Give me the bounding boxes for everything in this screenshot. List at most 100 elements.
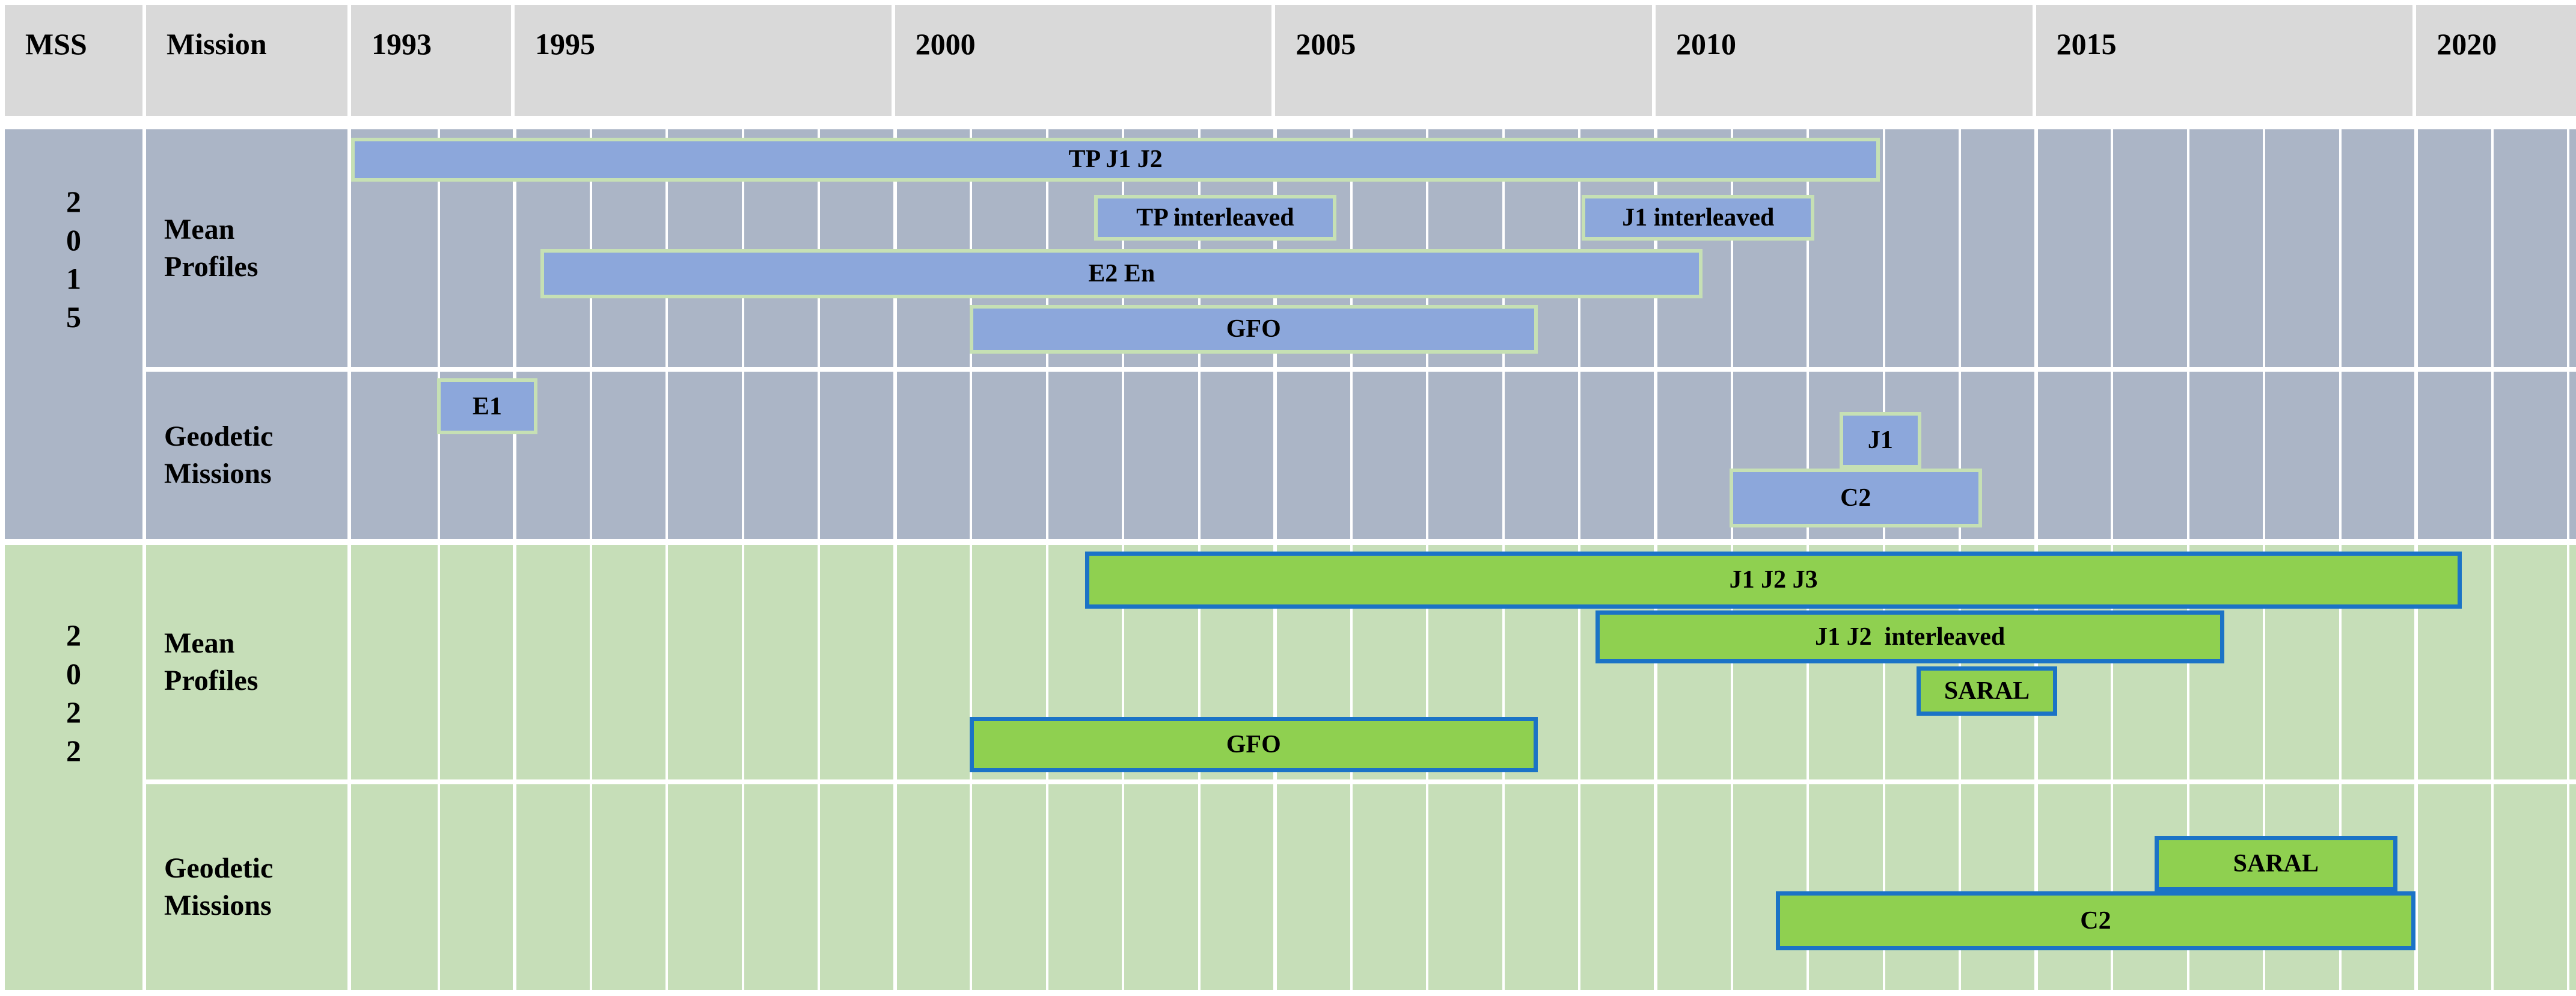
row-label-line: Profiles bbox=[164, 665, 259, 696]
year-gridline bbox=[1350, 129, 1353, 367]
year-gridline bbox=[1959, 372, 1962, 539]
header-year-1993: 1993 bbox=[351, 5, 515, 116]
year-gridline-major bbox=[893, 784, 897, 990]
year-tick-label: 1993 bbox=[372, 27, 432, 61]
year-gridline bbox=[1882, 784, 1885, 990]
year-gridline bbox=[1122, 545, 1125, 779]
year-gridline bbox=[1959, 129, 1962, 367]
mission-bar-j1-j2-interleaved: J1 J2 interleaved bbox=[1595, 610, 2225, 663]
year-gridline bbox=[1502, 129, 1505, 367]
year-gridline bbox=[1426, 129, 1429, 367]
year-gridline bbox=[970, 372, 973, 539]
year-gridline bbox=[1198, 545, 1201, 779]
year-gridline bbox=[1807, 129, 1810, 367]
header-year-2020: 2020 bbox=[2416, 5, 2576, 116]
year-gridline bbox=[818, 372, 821, 539]
mission-bar-j1-interleaved: J1 interleaved bbox=[1582, 195, 1815, 241]
year-gridline bbox=[1502, 372, 1505, 539]
year-gridline bbox=[1578, 372, 1581, 539]
year-gridline bbox=[2339, 129, 2342, 367]
year-gridline bbox=[437, 784, 440, 990]
mss-year-digit: 5 bbox=[66, 300, 81, 334]
year-gridline-major bbox=[1273, 372, 1277, 539]
year-gridline-major bbox=[2034, 784, 2038, 990]
mss-year-digit: 2 bbox=[66, 695, 81, 729]
mission-bar-label: TP J1 J2 bbox=[1068, 146, 1163, 174]
header-mission: Mission bbox=[146, 5, 347, 116]
header-year-2015: 2015 bbox=[2036, 5, 2417, 116]
mss-year-digit: 0 bbox=[66, 657, 81, 690]
mss-year-digit: 2 bbox=[66, 185, 81, 218]
year-gridline bbox=[2491, 545, 2494, 779]
year-gridline bbox=[1350, 372, 1353, 539]
year-gridline bbox=[1045, 784, 1048, 990]
header-mission-label: Mission bbox=[167, 27, 267, 61]
year-gridline bbox=[665, 545, 668, 779]
year-gridline bbox=[1730, 129, 1733, 367]
mission-bar-label: J1 J2 J3 bbox=[1729, 566, 1818, 594]
year-gridline bbox=[589, 129, 592, 367]
year-gridline-major bbox=[513, 545, 517, 779]
year-gridline bbox=[1882, 129, 1885, 367]
year-gridline-major bbox=[1653, 784, 1657, 990]
mission-bar-label: J1 J2 interleaved bbox=[1815, 622, 2005, 651]
year-gridline bbox=[1807, 784, 1810, 990]
year-gridline bbox=[1730, 372, 1733, 539]
year-gridline bbox=[2491, 784, 2494, 990]
year-gridline bbox=[665, 372, 668, 539]
mission-bar-label: C2 bbox=[1840, 484, 1871, 512]
year-gridline bbox=[665, 129, 668, 367]
year-gridline bbox=[2567, 129, 2570, 367]
year-gridline-major bbox=[2034, 372, 2038, 539]
mission-bar-label: TP interleaved bbox=[1136, 203, 1294, 232]
mission-bar-label: E1 bbox=[472, 392, 502, 420]
year-tick-label: 2020 bbox=[2437, 27, 2497, 61]
mission-bar-e2-en: E2 En bbox=[540, 249, 1703, 299]
year-gridline bbox=[1578, 129, 1581, 367]
year-gridline-major bbox=[893, 545, 897, 779]
year-gridline bbox=[2186, 372, 2189, 539]
year-gridline bbox=[2111, 129, 2114, 367]
year-gridline-major bbox=[893, 372, 897, 539]
mission-bar-j1: J1 bbox=[1840, 411, 1921, 469]
year-gridline bbox=[1426, 784, 1429, 990]
year-gridline bbox=[437, 129, 440, 367]
year-gridline-major bbox=[513, 129, 517, 367]
year-gridline-major bbox=[893, 129, 897, 367]
year-gridline bbox=[1502, 784, 1505, 990]
year-gridline bbox=[1502, 545, 1505, 779]
mission-bar-tp-interleaved: TP interleaved bbox=[1094, 195, 1336, 241]
year-gridline bbox=[818, 129, 821, 367]
year-gridline-major bbox=[513, 372, 517, 539]
year-gridline bbox=[2491, 372, 2494, 539]
mss-year-digit: 2 bbox=[66, 618, 81, 652]
year-gridline bbox=[1198, 129, 1201, 367]
year-gridline-major bbox=[1273, 129, 1277, 367]
mission-bar-label: GFO bbox=[1226, 315, 1281, 343]
year-gridline-major bbox=[1653, 129, 1657, 367]
header-year-2010: 2010 bbox=[1655, 5, 2036, 116]
year-gridline bbox=[970, 129, 973, 367]
mission-bar-saral: SARAL bbox=[1916, 666, 2058, 716]
year-gridline bbox=[2567, 545, 2570, 779]
mss-year-digit: 1 bbox=[66, 262, 81, 295]
year-gridline bbox=[589, 784, 592, 990]
year-gridline bbox=[818, 784, 821, 990]
mission-bar-label: C2 bbox=[2080, 906, 2111, 935]
mission-bar-label: J1 interleaved bbox=[1622, 203, 1775, 232]
year-gridline bbox=[2339, 545, 2342, 779]
year-gridline bbox=[1122, 372, 1125, 539]
year-gridline bbox=[1198, 372, 1201, 539]
year-gridline-major bbox=[513, 784, 517, 990]
year-gridline bbox=[1198, 784, 1201, 990]
mission-bar-c2: C2 bbox=[1775, 891, 2415, 950]
header-year-2005: 2005 bbox=[1275, 5, 1656, 116]
